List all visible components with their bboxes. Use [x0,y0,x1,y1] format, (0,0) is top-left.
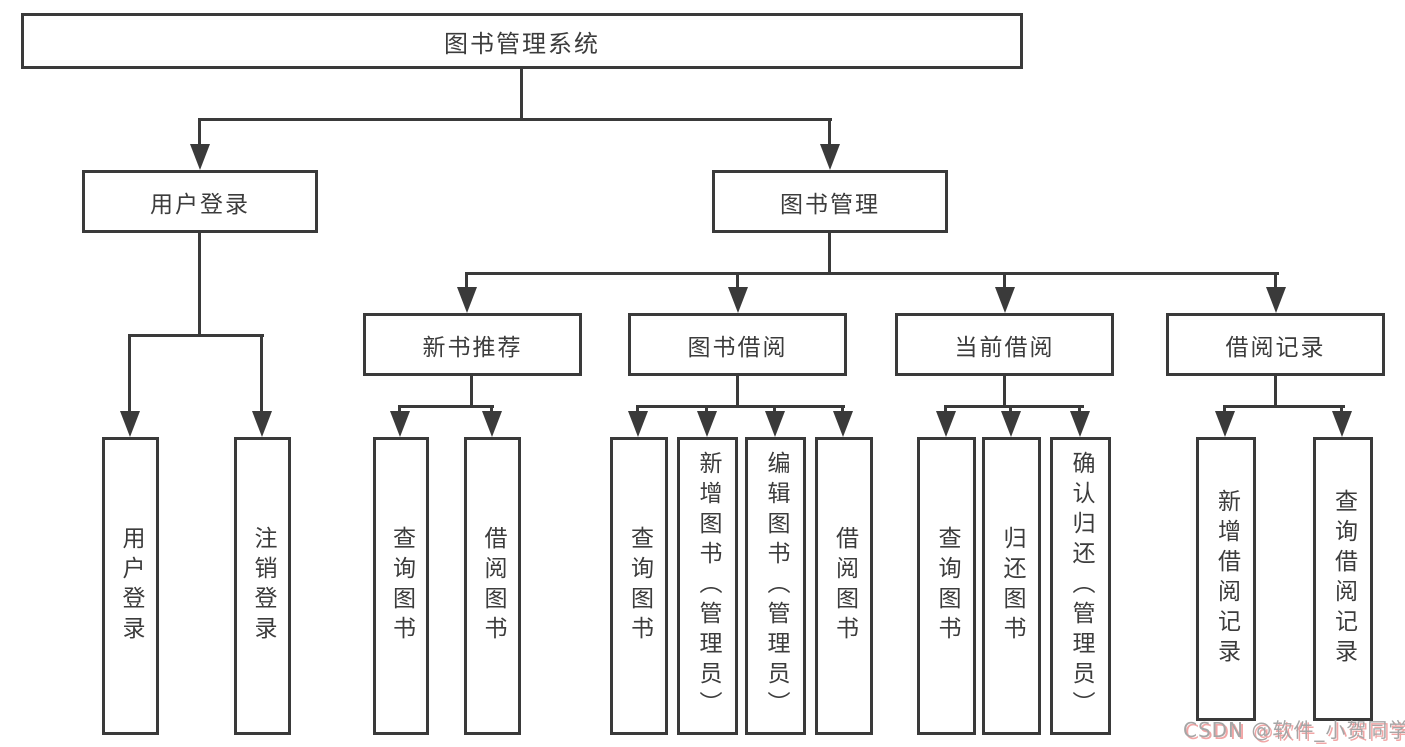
connector-line [198,120,201,150]
arrowhead-down-icon [820,144,840,170]
leaf-label: 查询图书 [934,526,960,646]
connector-line [398,405,494,408]
leaf-borrow-books-recommend: 借阅图书 [464,437,521,735]
connector-line [465,274,468,290]
leaf-query-books-borrowing: 查询图书 [610,437,668,735]
leaf-borrow-books-borrowing: 借阅图书 [815,437,873,735]
leaf-logout: 注销登录 [234,437,291,735]
leaf-edit-book-admin: 编辑图书（管理员） [745,437,806,735]
node-label: 图书管理 [780,191,880,218]
arrowhead-down-icon [120,411,140,437]
arrowhead-down-icon [457,287,477,313]
node-current-borrowing: 当前借阅 [895,313,1114,376]
leaf-query-borrow-record: 查询借阅记录 [1313,437,1373,721]
node-book-borrowing: 图书借阅 [628,313,847,376]
connector-line [470,376,473,407]
leaf-label: 新增图书（管理员） [695,451,721,721]
arrowhead-down-icon [252,411,272,437]
arrowhead-down-icon [995,287,1015,313]
connector-line [944,405,1084,408]
node-book-management: 图书管理 [712,170,948,233]
leaf-add-borrow-record: 新增借阅记录 [1196,437,1256,721]
arrowhead-down-icon [190,144,210,170]
leaf-query-books-recommend: 查询图书 [373,437,429,735]
leaf-label: 查询图书 [626,526,653,646]
arrowhead-down-icon [833,411,853,437]
arrowhead-down-icon [1001,411,1021,437]
connector-line [260,336,263,414]
connector-line [828,120,831,150]
connector-line [1003,274,1006,290]
node-label: 借阅记录 [1225,334,1326,361]
connector-line [520,67,523,120]
connector-line [1003,376,1006,407]
node-label: 新书推荐 [422,334,523,361]
connector-line [465,272,1279,275]
connector-line [128,334,264,337]
connector-line [636,405,845,408]
leaf-label: 归还图书 [999,526,1025,646]
leaf-label: 查询图书 [388,526,415,646]
connector-line [1274,274,1277,290]
leaf-label: 注销登录 [250,526,276,646]
node-user-login: 用户登录 [82,170,318,233]
connector-line [828,233,831,275]
leaf-return-book: 归还图书 [982,437,1041,735]
arrowhead-down-icon [728,287,748,313]
connector-line [1223,405,1345,408]
connector-line [128,336,131,414]
leaf-label: 用户登录 [118,526,144,646]
leaf-add-book-admin: 新增图书（管理员） [677,437,738,735]
arrowhead-down-icon [1070,411,1090,437]
arrowhead-down-icon [1266,287,1286,313]
arrowhead-down-icon [390,411,410,437]
node-label: 当前借阅 [954,334,1055,361]
watermark: CSDN @软件_小贺同学 [1183,718,1405,742]
leaf-label: 编辑图书（管理员） [763,451,789,721]
arrowhead-down-icon [1215,411,1235,437]
leaf-label: 确认归还（管理员） [1068,451,1094,721]
arrowhead-down-icon [628,411,648,437]
leaf-label: 借阅图书 [480,526,506,646]
connector-line [198,118,832,121]
leaf-label: 新增借阅记录 [1213,489,1240,669]
arrowhead-down-icon [936,411,956,437]
connector-line [736,376,739,407]
node-new-book-recommendation: 新书推荐 [363,313,582,376]
node-label: 用户登录 [150,191,250,218]
node-label: 图书管理系统 [444,29,600,58]
arrowhead-down-icon [1332,411,1352,437]
node-library-management-system: 图书管理系统 [21,13,1023,69]
leaf-confirm-return-admin: 确认归还（管理员） [1050,437,1111,735]
leaf-user-login: 用户登录 [102,437,159,735]
arrowhead-down-icon [697,411,717,437]
connector-line [736,274,739,290]
arrowhead-down-icon [765,411,785,437]
leaf-label: 查询借阅记录 [1330,489,1357,669]
connector-line [198,233,201,337]
arrowhead-down-icon [482,411,502,437]
leaf-query-books-current: 查询图书 [917,437,976,735]
leaf-label: 借阅图书 [831,526,858,646]
node-borrowing-records: 借阅记录 [1166,313,1385,376]
connector-line [1274,376,1277,407]
node-label: 图书借阅 [687,334,788,361]
